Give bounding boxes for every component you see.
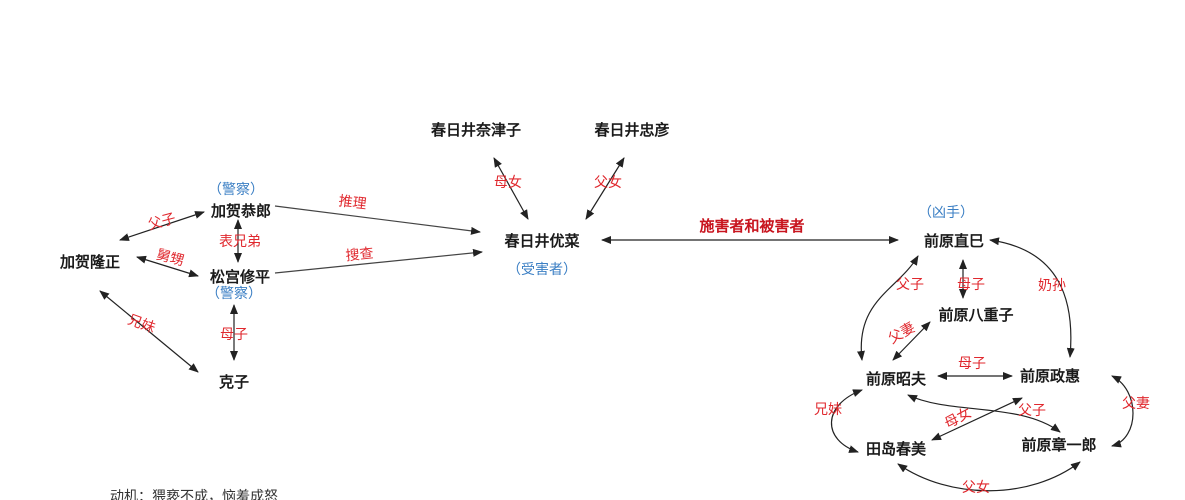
label-uncle-nephew: 舅甥 — [154, 247, 185, 270]
label-father-daughter-1: 父女 — [594, 174, 622, 191]
role-police-1: （警察） — [208, 181, 264, 198]
edge-father-daughter-2 — [897, 461, 1081, 492]
label-father-son-1: 父子 — [146, 211, 177, 234]
node-harumi: 田岛春美 — [866, 440, 927, 458]
edge-investigation — [274, 248, 483, 274]
label-investigation: 搜查 — [345, 246, 375, 265]
role-victim: （受害者） — [507, 262, 577, 278]
edge-father-son-1 — [119, 211, 205, 241]
role-police-2: （警察） — [206, 285, 262, 302]
label-cousins: 表兄弟 — [219, 234, 261, 250]
edge-uncle-nephew — [136, 255, 199, 278]
label-mother-daughter-1: 母女 — [494, 174, 522, 191]
label-siblings-1: 兄妹 — [125, 312, 157, 337]
node-tadahiko: 春日井忠彦 — [594, 121, 669, 139]
edge-grandmother-grandson — [989, 237, 1075, 358]
edge-father-daughter-1 — [585, 157, 625, 220]
label-reasoning: 推理 — [338, 193, 368, 212]
label-husband-wife-2: 父妻 — [1122, 396, 1150, 412]
node-yaeko: 前原八重子 — [938, 306, 1013, 324]
label-mother-son-3: 母子 — [958, 356, 986, 372]
node-matsumiya: 松宫修平 — [210, 268, 270, 286]
node-masae: 前原政惠 — [1020, 367, 1080, 385]
label-grandmother-grandson: 奶孙 — [1038, 278, 1066, 294]
edge-siblings-2 — [830, 389, 863, 453]
edge-reasoning — [274, 205, 481, 235]
edge-husband-wife-2 — [1111, 375, 1134, 448]
edge-father-son-2 — [856, 255, 919, 361]
label-mother-son-1: 母子 — [220, 327, 248, 343]
node-shoichiro: 前原章一郎 — [1021, 436, 1096, 454]
label-mother-son-2: 母子 — [957, 277, 985, 293]
node-yuna: 春日井优菜 — [504, 232, 579, 250]
node-naomi: 前原直巳 — [924, 232, 984, 250]
edge-mother-daughter-1 — [493, 157, 529, 220]
label-husband-wife-1: 父妻 — [886, 320, 918, 348]
node-kaga-kyoichiro: 加贺恭郎 — [210, 202, 271, 220]
label-siblings-2: 兄妹 — [814, 402, 842, 418]
label-father-son-3: 父子 — [1018, 403, 1046, 419]
edge-father-son-3 — [907, 394, 1061, 433]
label-father-son-2: 父子 — [896, 277, 924, 293]
role-culprit: （凶手） — [918, 205, 974, 221]
node-nanako: 春日井奈津子 — [431, 121, 521, 139]
node-katsuko: 克子 — [219, 373, 249, 391]
node-kaga-takamasa: 加贺隆正 — [59, 253, 120, 271]
label-father-daughter-2: 父女 — [962, 479, 990, 496]
label-perpetrator-victim: 施害者和被害者 — [699, 217, 804, 235]
node-akio: 前原昭夫 — [866, 370, 927, 388]
edge-siblings-1 — [99, 290, 199, 373]
edge-husband-wife-1 — [892, 321, 931, 361]
motive-note: 动机：猥亵不成，恼羞成怒 — [110, 488, 278, 500]
